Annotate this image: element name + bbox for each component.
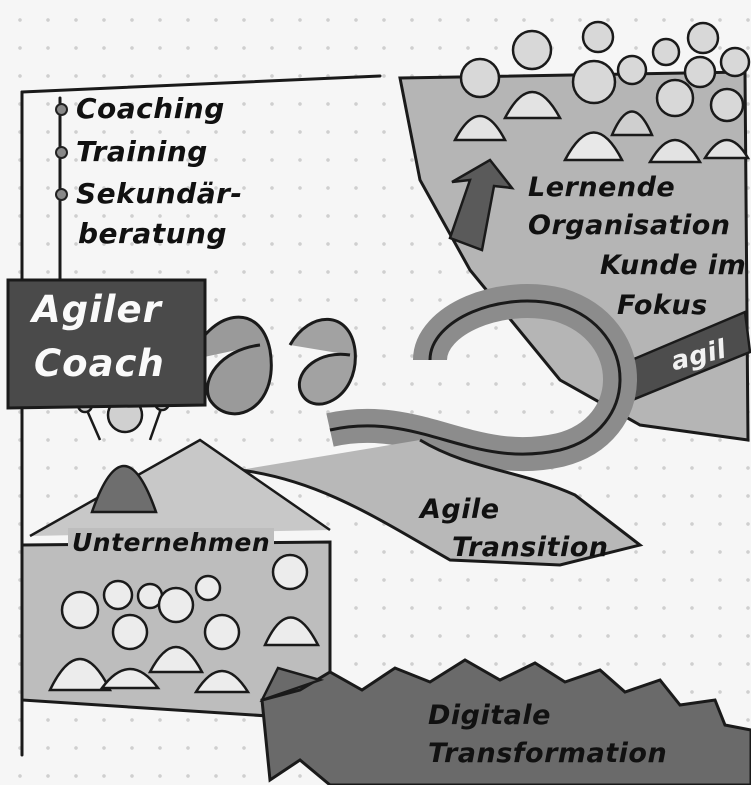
driver-line2: Transformation: [428, 738, 667, 769]
company-roof: [30, 440, 330, 536]
coach-sign-line1: Agiler: [32, 288, 162, 331]
service-training: Training: [76, 135, 208, 168]
driver-line1: Digitale: [428, 700, 551, 731]
bullet-beratung: [55, 188, 68, 201]
bullet-training: [55, 146, 68, 159]
company-label: Unternehmen: [68, 528, 274, 557]
service-sekundaer: Sekundär-: [76, 177, 243, 210]
target-line1: Lernende: [528, 172, 675, 203]
service-coaching: Coaching: [76, 92, 225, 125]
transition-line1: Agile: [420, 494, 500, 525]
bullet-coaching: [55, 103, 68, 116]
transition-line2: Transition: [452, 532, 608, 563]
coach-sign-line2: Coach: [34, 342, 165, 385]
target-line2: Organisation: [528, 210, 731, 241]
target-line4: Fokus: [617, 290, 708, 321]
service-beratung: beratung: [78, 217, 227, 250]
target-line3: Kunde im: [600, 250, 746, 281]
